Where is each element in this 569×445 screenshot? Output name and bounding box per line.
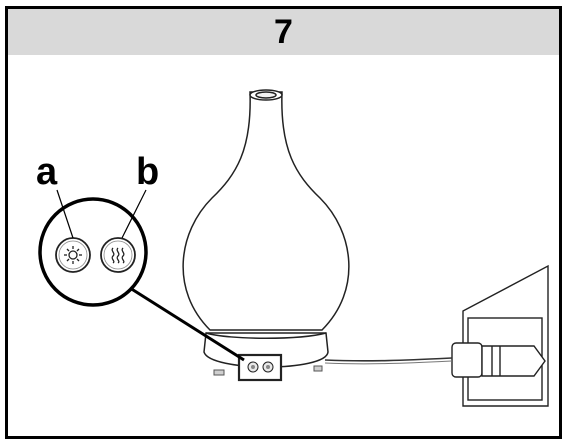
mist-button-b: [100, 237, 136, 273]
callout-b-line: [121, 189, 147, 239]
zoom-magnifier: [38, 197, 148, 307]
step-header: 7: [8, 9, 559, 55]
step-number: 7: [274, 13, 293, 51]
mist-waves-icon: [111, 247, 125, 264]
power-cord: [324, 357, 453, 362]
diffuser-base: [203, 332, 329, 376]
power-plug: [451, 342, 546, 378]
light-button-a: [55, 237, 91, 273]
wall-outlet: [462, 264, 549, 407]
callout-label-b: b: [136, 151, 159, 193]
light-sun-icon: [64, 246, 82, 264]
zoom-leader-line: [129, 286, 245, 362]
diffuser-body: [182, 89, 350, 331]
base-control-panel: [237, 353, 283, 382]
callout-a-line: [56, 189, 74, 239]
callout-label-a: a: [36, 151, 58, 193]
